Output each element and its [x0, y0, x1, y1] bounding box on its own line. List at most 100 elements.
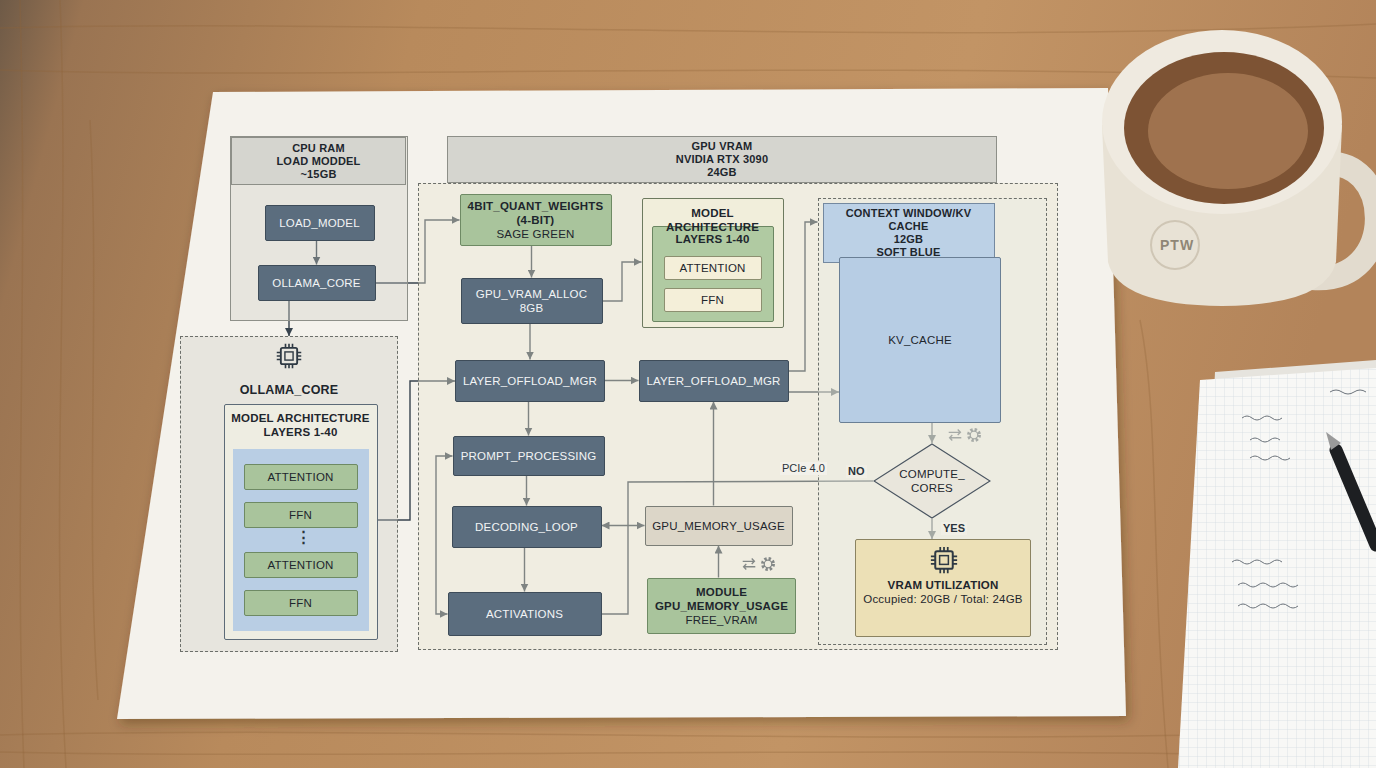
- header-band: CONTEXT WINDOW/KV CACHE12GBSOFT BLUE: [823, 203, 995, 263]
- chip-icon: [277, 344, 302, 369]
- node-text: LAYERS 1-40: [659, 232, 767, 246]
- text-group: LAYER_OFFLOAD_MGR: [462, 374, 598, 388]
- text-group: OLLAMA_CORE: [265, 276, 369, 290]
- weights-box: 4BIT_QUANT_WEIGHTS (4-BIT)SAGE GREEN: [460, 194, 612, 246]
- pen-tip: [1326, 432, 1341, 450]
- coffee-foam: [1148, 73, 1308, 189]
- chip-icon: [931, 547, 957, 573]
- node-text: MODEL ARCHITECTURE: [231, 411, 371, 425]
- node-text: LOAD MODDEL: [236, 155, 401, 168]
- layer-box: FFN: [664, 288, 762, 312]
- process-box: LAYER_OFFLOAD_MGR: [639, 360, 789, 402]
- mug-logo: PTW: [1160, 237, 1194, 253]
- text-group: OLLAMA_CORE: [187, 383, 391, 398]
- text-group: LOAD_MODEL: [272, 216, 368, 230]
- pen-body: [1336, 450, 1376, 545]
- node-text: FFN: [251, 508, 351, 522]
- text-group: LAYERS 1-40: [659, 232, 767, 246]
- process-box: LOAD_MODEL: [265, 205, 375, 241]
- node-text: MODULE GPU_MEMORY_USAGE: [654, 585, 789, 613]
- process-box: DECODING_LOOP: [452, 506, 602, 548]
- node-text: ATTENTION: [251, 470, 351, 484]
- text-group: FFN: [251, 596, 351, 610]
- node-text: DECODING_LOOP: [459, 520, 595, 534]
- text-group: ATTENTION: [251, 558, 351, 572]
- mug-logo-ring: [1151, 221, 1199, 269]
- process-box: ACTIVATIONS: [448, 592, 602, 636]
- paper-sheet: [117, 88, 1126, 719]
- node-text: LAYER_OFFLOAD_MGR: [462, 374, 598, 388]
- header-band: CPU RAMLOAD MODDEL~15GB: [231, 137, 406, 185]
- diamond-outline: [873, 443, 991, 519]
- text-group: ATTENTION: [671, 261, 755, 275]
- notebook-page: [1178, 368, 1376, 768]
- node-text: SOFT BLUE: [828, 246, 990, 259]
- node-text: NVIDIA RTX 3090: [452, 153, 992, 166]
- process-box: GPU_VRAM_ALLOC8GB: [461, 278, 603, 324]
- node-text: GPU VRAM: [452, 140, 992, 153]
- mug-rim: [1102, 30, 1342, 214]
- decision-diamond: COMPUTE_ CORES: [873, 443, 991, 519]
- cache-panel: CONTEXT WINDOW/KV CACHE12GBSOFT BLUE KV_C…: [818, 198, 1047, 645]
- node-text: KV_CACHE: [846, 333, 994, 347]
- node-text: 4BIT_QUANT_WEIGHTS (4-BIT): [467, 199, 605, 227]
- module-box: MODULE GPU_MEMORY_USAGEFREE_VRAM: [647, 578, 796, 634]
- memory-panel: CPU RAMLOAD MODDEL~15GB LOAD_MODEL OLLAMA_…: [230, 136, 408, 321]
- node-text: CONTEXT WINDOW/KV CACHE: [828, 207, 990, 233]
- architecture-box: MODEL ARCHITECTURELAYERS 1-40ATTENTION FF…: [642, 198, 784, 328]
- text-group: VRAM UTILIZATIONOccupied: 20GB / Total: …: [862, 578, 1024, 606]
- node-text: MODEL ARCHITECTURE: [649, 206, 777, 234]
- node-text: GPU_MEMORY_USAGE: [652, 519, 786, 533]
- text-group: MODEL ARCHITECTURE: [649, 206, 777, 234]
- node-text: FFN: [251, 596, 351, 610]
- node-text: LAYER_OFFLOAD_MGR: [646, 374, 782, 388]
- layer-box: FFN: [244, 502, 358, 528]
- layer-box: ATTENTION: [664, 256, 762, 280]
- cache-box: KV_CACHE: [839, 257, 1001, 423]
- text-group: GPU_VRAM_ALLOC8GB: [468, 287, 596, 315]
- node-text: LOAD_MODEL: [272, 216, 368, 230]
- text-group: PROMPT_PROCESSING: [460, 449, 598, 463]
- header-band: GPU VRAMNVIDIA RTX 309024GB: [447, 136, 997, 183]
- coffee: [1124, 52, 1324, 204]
- node-text: Occupied: 20GB / Total: 24GB: [862, 592, 1024, 606]
- gpu-panel: GPU VRAMNVIDIA RTX 309024GB4BIT_QUANT_WE…: [418, 183, 1058, 650]
- text-group: COMPUTE_ CORES: [897, 467, 967, 495]
- node-text: GPU_VRAM_ALLOC: [468, 287, 596, 301]
- node-text: SAGE GREEN: [467, 227, 605, 241]
- layer-box: ATTENTION: [244, 552, 358, 578]
- core-panel: OLLAMA_CORE MODEL ARCHITECTURELAYERS 1-40…: [180, 336, 398, 652]
- node-text: PROMPT_PROCESSING: [460, 449, 598, 463]
- node-text: OLLAMA_CORE: [265, 276, 369, 290]
- process-box: LAYER_OFFLOAD_MGR: [455, 360, 605, 402]
- node-text: 24GB: [452, 166, 992, 179]
- text-group: ACTIVATIONS: [455, 607, 595, 621]
- text-group: 4BIT_QUANT_WEIGHTS (4-BIT)SAGE GREEN: [467, 199, 605, 241]
- text-group: DECODING_LOOP: [459, 520, 595, 534]
- node-text: CPU RAM: [236, 142, 401, 155]
- status-box: GPU_MEMORY_USAGE: [645, 506, 793, 546]
- node-text: OLLAMA_CORE: [187, 383, 391, 398]
- handwriting-scribble: [1232, 390, 1366, 608]
- text-group: KV_CACHE: [846, 333, 994, 347]
- text-group: MODEL ARCHITECTURELAYERS 1-40: [231, 411, 371, 439]
- node-text: 8GB: [468, 301, 596, 315]
- layer-box: ATTENTION: [244, 464, 358, 490]
- layer-box: FFN: [244, 590, 358, 616]
- node-text: ATTENTION: [251, 558, 351, 572]
- node-text: VRAM UTILIZATION: [862, 578, 1024, 592]
- node-text: LAYERS 1-40: [231, 425, 371, 439]
- layers-box: LAYERS 1-40ATTENTION FFN: [652, 226, 774, 322]
- node-text: FREE_VRAM: [654, 613, 789, 627]
- diamond-shape: [874, 444, 990, 518]
- node-text: FFN: [671, 293, 755, 307]
- text-group: MODULE GPU_MEMORY_USAGEFREE_VRAM: [654, 585, 789, 627]
- text-group: ATTENTION: [251, 470, 351, 484]
- utilization-box: VRAM UTILIZATIONOccupied: 20GB / Total: …: [855, 539, 1031, 637]
- node-text: 12GB: [828, 233, 990, 246]
- architecture-box: MODEL ARCHITECTURELAYERS 1-40ATTENTION FF…: [224, 404, 378, 640]
- node-text: COMPUTE_ CORES: [897, 467, 967, 495]
